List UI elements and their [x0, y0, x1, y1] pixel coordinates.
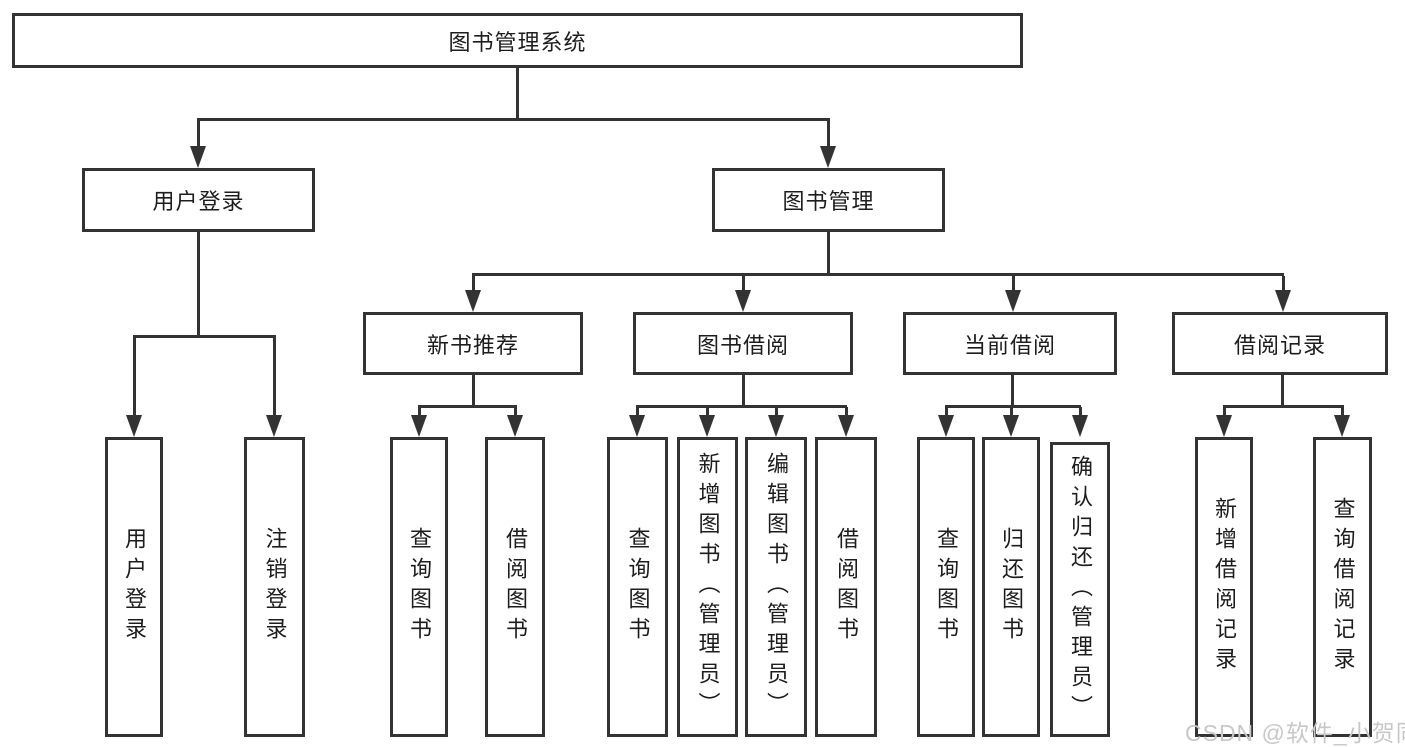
node-root: 图书管理系统 [12, 13, 1023, 68]
connector-line [1282, 276, 1285, 291]
arrow-down-icon [1334, 415, 1350, 437]
leaf-query-books-current: 查询图书 [917, 437, 975, 737]
watermark: CSDN @软件_小贺同学 [1185, 720, 1405, 746]
arrow-down-icon [126, 415, 142, 437]
connector-line [845, 407, 848, 417]
node-user-login: 用户登录 [82, 168, 315, 232]
connector-line [636, 405, 847, 408]
arrow-down-icon [411, 415, 427, 437]
connector-line [514, 407, 517, 417]
leaf-user-login: 用户登录 [105, 437, 163, 737]
arrow-down-icon [1072, 415, 1088, 437]
arrow-down-icon [1003, 415, 1019, 437]
connector-line [827, 121, 830, 147]
connector-line [1079, 407, 1082, 417]
connector-line [827, 232, 830, 273]
connector-line [472, 375, 475, 405]
arrow-down-icon [938, 415, 954, 437]
node-current-borrow: 当前借阅 [903, 312, 1117, 375]
connector-line [516, 68, 519, 118]
node-book-management: 图书管理 [712, 168, 945, 232]
connector-line [472, 276, 475, 291]
connector-line [1281, 375, 1284, 405]
leaf-edit-book-admin: 编辑图书（管理员） [745, 437, 807, 737]
leaf-query-books-recommend: 查询图书 [390, 437, 448, 737]
connector-line [742, 375, 745, 405]
connector-line [197, 121, 200, 147]
node-book-borrow: 图书借阅 [633, 312, 853, 375]
connector-line [197, 232, 200, 335]
connector-line [1012, 276, 1015, 291]
leaf-query-books-borrow: 查询图书 [607, 437, 668, 737]
connector-line [133, 338, 136, 416]
arrow-down-icon [190, 146, 206, 168]
leaf-query-borrow-record: 查询借阅记录 [1313, 437, 1372, 737]
arrow-down-icon [820, 146, 836, 168]
leaf-confirm-return-admin: 确认归还（管理员） [1050, 442, 1110, 737]
connector-line [1011, 375, 1014, 405]
connector-line [1341, 407, 1344, 417]
connector-line [706, 407, 709, 417]
connector-line [945, 405, 1081, 408]
connector-line [945, 407, 948, 417]
connector-line [133, 335, 276, 338]
arrow-down-icon [266, 415, 282, 437]
connector-line [1223, 405, 1344, 408]
arrow-down-icon [838, 415, 854, 437]
arrow-down-icon [1216, 415, 1232, 437]
leaf-add-book-admin: 新增图书（管理员） [677, 437, 738, 737]
connector-line [197, 118, 830, 121]
arrow-down-icon [629, 415, 645, 437]
connector-line [418, 407, 421, 417]
node-borrow-records: 借阅记录 [1172, 312, 1388, 375]
arrow-down-icon [507, 415, 523, 437]
leaf-borrow-books: 借阅图书 [815, 437, 877, 737]
leaf-add-borrow-record: 新增借阅记录 [1195, 437, 1253, 737]
node-new-book-recommend: 新书推荐 [363, 312, 583, 375]
connector-line [636, 407, 639, 417]
connector-line [472, 273, 1284, 276]
leaf-logout: 注销登录 [244, 437, 305, 737]
leaf-borrow-books-recommend: 借阅图书 [485, 437, 545, 737]
arrow-down-icon [735, 290, 751, 312]
arrow-down-icon [465, 290, 481, 312]
arrow-down-icon [699, 415, 715, 437]
connector-line [1010, 407, 1013, 417]
connector-line [418, 405, 517, 408]
connector-line [1223, 407, 1226, 417]
arrow-down-icon [1005, 290, 1021, 312]
arrow-down-icon [768, 415, 784, 437]
connector-line [742, 276, 745, 291]
leaf-return-books: 归还图书 [982, 437, 1040, 737]
connector-line [775, 407, 778, 417]
connector-line [273, 338, 276, 416]
arrow-down-icon [1275, 290, 1291, 312]
